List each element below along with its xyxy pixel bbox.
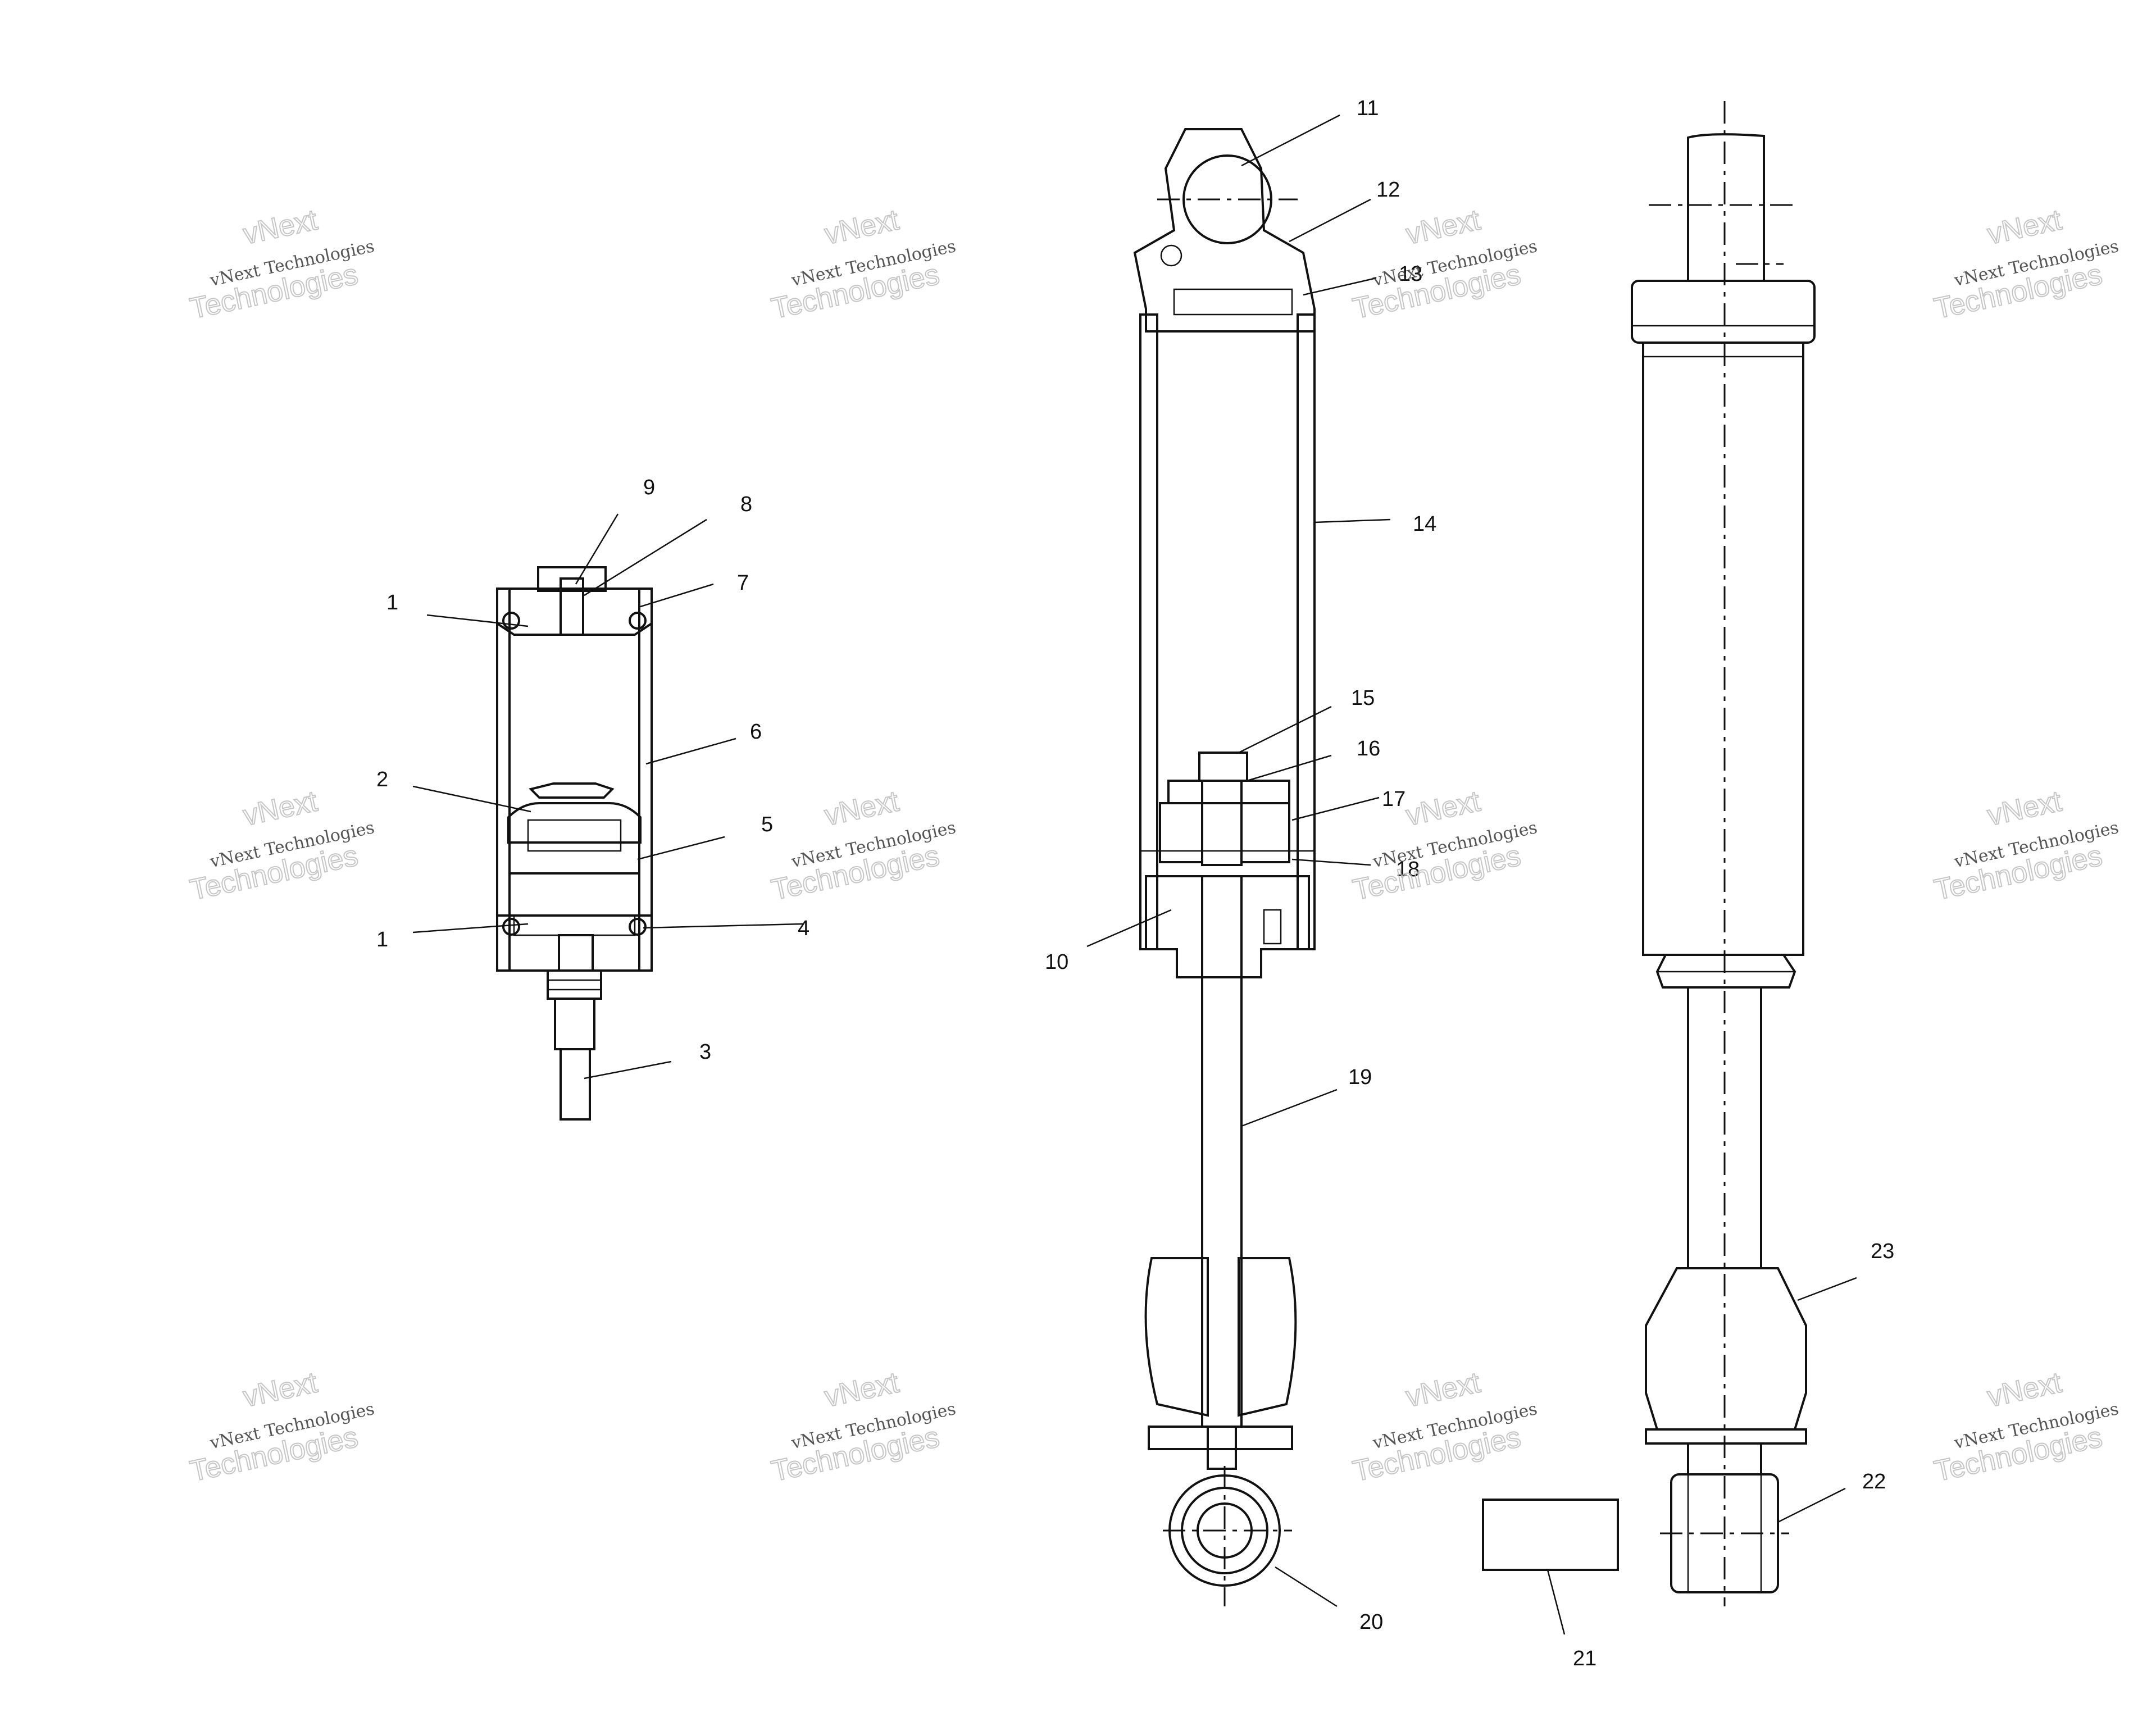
callout-6: 6 [750, 720, 762, 744]
bushing-part [1482, 1499, 1619, 1571]
watermark: vNext vNext Technologies Technologies [768, 1365, 957, 1488]
callout-9: 9 [643, 476, 655, 499]
watermark: vNext vNext Technologies Technologies [768, 203, 957, 326]
callout-16: 16 [1357, 737, 1380, 760]
callout-7: 7 [737, 571, 749, 595]
svg-text:vNext: vNext [1403, 1366, 1484, 1413]
watermark: vNext vNext Technologies Technologies [1931, 1365, 2120, 1488]
callout-15: 15 [1351, 686, 1375, 710]
reservoir-assembly [496, 566, 653, 1121]
svg-text:vNext: vNext [1985, 1366, 2065, 1413]
callout-12: 12 [1376, 178, 1400, 202]
callout-20: 20 [1359, 1610, 1383, 1634]
callout-3: 3 [699, 1040, 711, 1064]
callout-4: 4 [798, 917, 809, 940]
callout-2: 2 [376, 768, 388, 791]
leader-lines [412, 114, 1857, 1635]
callout-13: 13 [1399, 262, 1422, 286]
svg-text:vNext: vNext [240, 785, 321, 832]
svg-text:vNext: vNext [1403, 203, 1484, 251]
watermark: vNext vNext Technologies Technologies [1349, 784, 1539, 907]
svg-text:vNext: vNext [1985, 785, 2065, 832]
watermark: vNext vNext Technologies Technologies [187, 203, 376, 326]
watermark: vNext vNext Technologies Technologies [1931, 784, 2120, 907]
watermark: vNext vNext Technologies Technologies [187, 1365, 376, 1488]
callout-labels: 9 8 7 1 6 2 5 1 4 3 11 12 13 14 15 16 17… [376, 97, 1894, 1670]
callout-19: 19 [1348, 1065, 1372, 1089]
callout-22: 22 [1862, 1470, 1886, 1493]
callout-8: 8 [740, 493, 752, 516]
callout-17: 17 [1382, 787, 1406, 811]
svg-text:vNext: vNext [1985, 203, 2065, 251]
watermark: vNext vNext Technologies Technologies [187, 784, 376, 907]
callout-21: 21 [1573, 1647, 1596, 1670]
shock-body-section [1133, 128, 1316, 1606]
watermark: vNext vNext Technologies Technologies [768, 784, 957, 907]
shock-exterior-view [1631, 101, 1816, 1606]
svg-text:vNext: vNext [240, 1366, 321, 1413]
callout-1-top: 1 [386, 591, 398, 614]
callout-18: 18 [1396, 858, 1420, 881]
watermark: vNext vNext Technologies Technologies [1931, 203, 2120, 326]
svg-text:vNext: vNext [1403, 785, 1484, 832]
callout-11: 11 [1357, 97, 1379, 120]
callout-5: 5 [761, 813, 773, 836]
watermark-grid: vNext vNext Technologies Technologies vN… [187, 203, 2120, 1488]
svg-text:vNext: vNext [822, 785, 902, 832]
svg-text:vNext: vNext [240, 203, 321, 251]
watermark: vNext vNext Technologies Technologies [1349, 203, 1539, 326]
callout-1-bottom: 1 [376, 928, 388, 951]
callout-10: 10 [1045, 950, 1068, 974]
callout-23: 23 [1871, 1240, 1894, 1263]
svg-text:vNext: vNext [822, 203, 902, 251]
watermark: vNext vNext Technologies Technologies [1349, 1365, 1539, 1488]
svg-text:vNext: vNext [822, 1366, 902, 1413]
callout-14: 14 [1413, 512, 1436, 536]
